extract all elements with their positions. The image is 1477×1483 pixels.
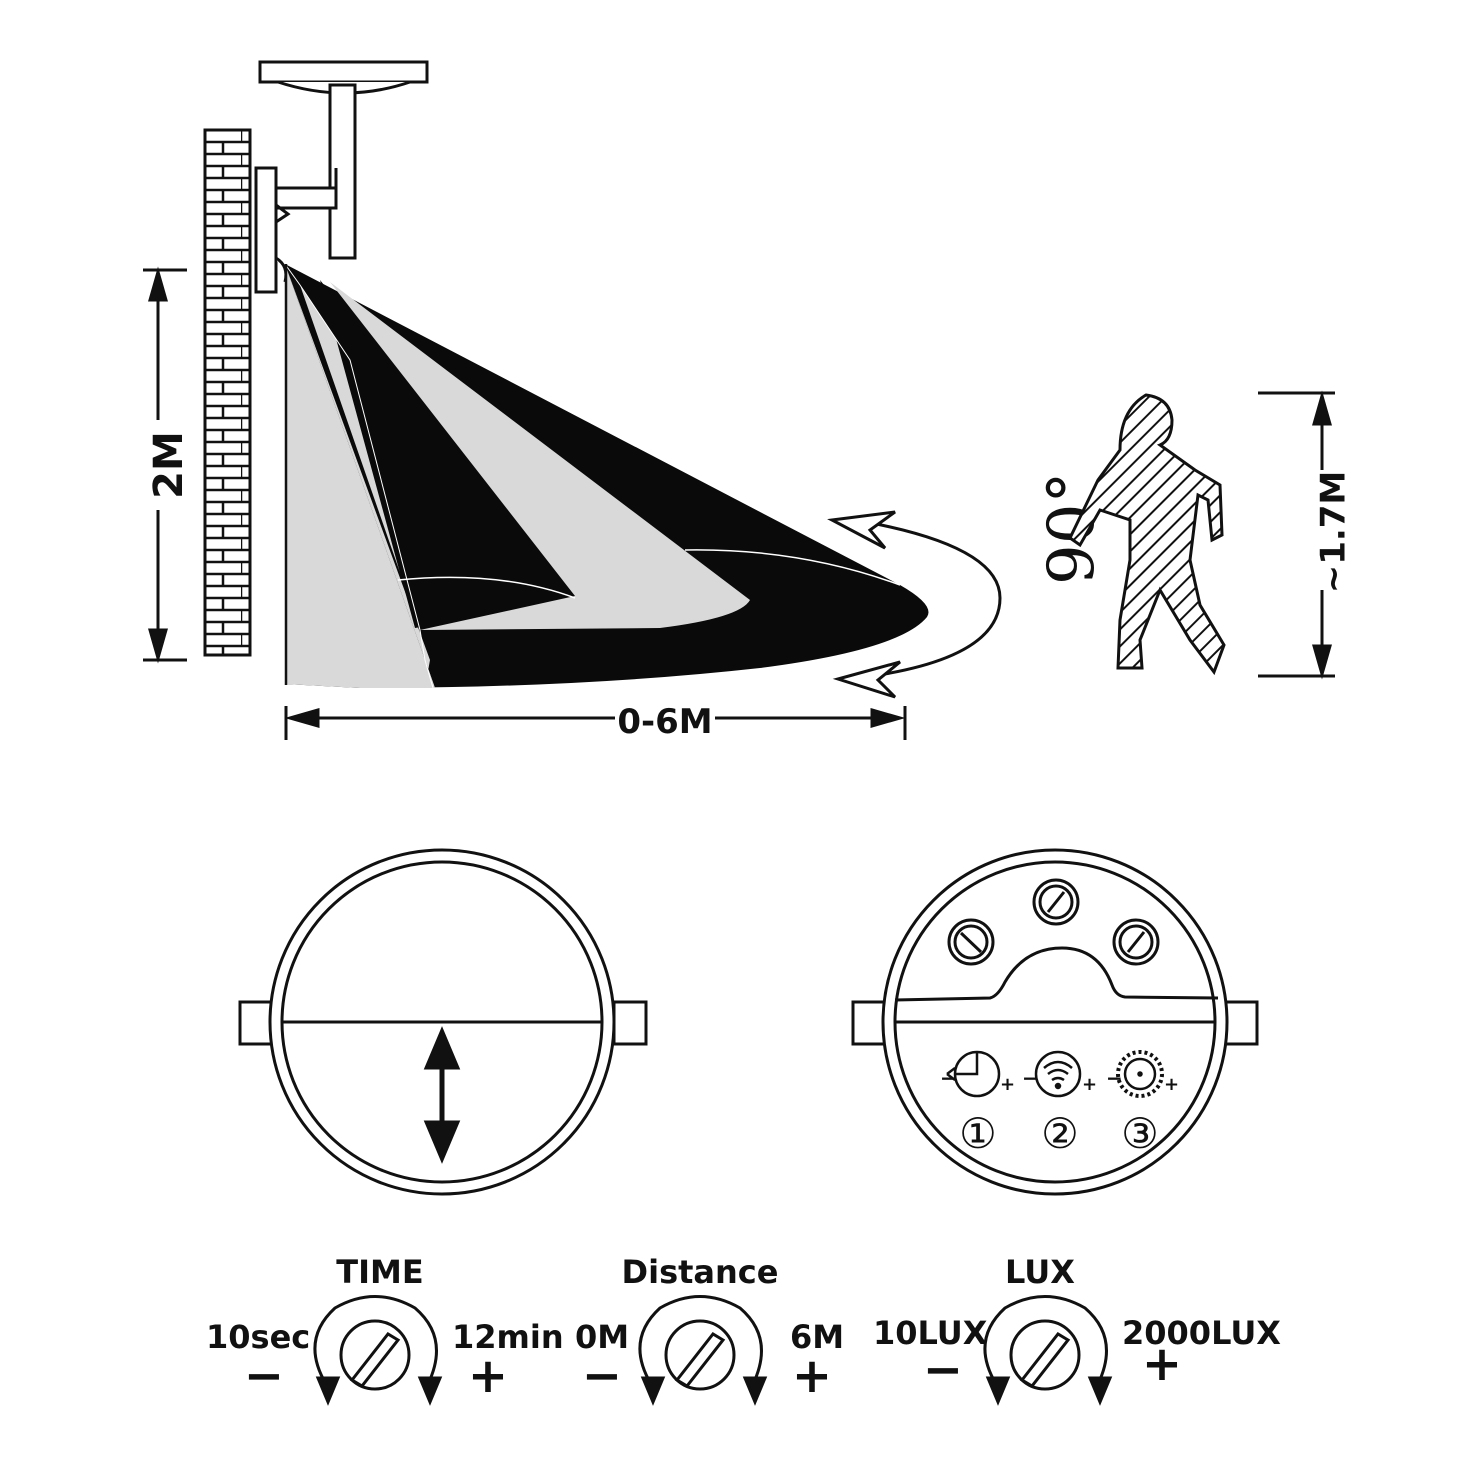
knob-distance-min-label: 0M (575, 1318, 629, 1356)
knob-numbers: ① ② ③ (959, 1109, 1159, 1158)
mount-height-dimension (143, 266, 187, 664)
knob-distance-plus: + (792, 1348, 832, 1404)
angle-arc (827, 510, 1002, 699)
svg-text:+: + (1082, 1074, 1097, 1095)
brick-wall (203, 128, 252, 657)
detection-zone (284, 263, 929, 689)
knob-time-dial[interactable] (313, 1295, 443, 1406)
distance-icon: − + (1022, 1050, 1097, 1098)
svg-text:−: − (940, 1066, 957, 1090)
detection-range-dimension (284, 706, 907, 740)
knob-time-plus: + (468, 1348, 508, 1404)
knob-lux-title: LUX (1005, 1253, 1075, 1291)
knob-lux-min-label: 10LUX (873, 1314, 988, 1352)
knob-time-min-label: 10sec (206, 1318, 310, 1356)
knob-distance-minus: − (582, 1348, 622, 1404)
sensor-front-view (238, 848, 648, 1196)
knob-lux-plus: + (1142, 1336, 1182, 1392)
back-knob-icons: − + − + − + (940, 1050, 1179, 1098)
knob-time: TIME 10sec 12min − + (206, 1253, 564, 1406)
knob-number-3: ③ (1121, 1109, 1159, 1158)
svg-text:+: + (1164, 1074, 1179, 1095)
knob-lux-minus: − (923, 1342, 963, 1398)
svg-text:−: − (1022, 1066, 1039, 1090)
knob-time-max-label: 12min (452, 1318, 564, 1356)
lux-icon: − + (1106, 1050, 1179, 1098)
knob-time-minus: − (244, 1348, 284, 1404)
knob-number-1: ① (959, 1109, 997, 1158)
person-height-dimension (1258, 390, 1335, 680)
knob-lux-max-label: 2000LUX (1122, 1314, 1281, 1352)
knob-lux-dial[interactable] (983, 1295, 1113, 1406)
knob-distance: Distance 0M 6M − + (575, 1253, 844, 1406)
knob-number-2: ② (1041, 1109, 1079, 1158)
knob-time-title: TIME (336, 1253, 423, 1291)
detection-range-label: 0-6M (617, 702, 712, 742)
person-figure (1068, 393, 1226, 676)
knob-distance-max-label: 6M (790, 1318, 844, 1356)
mount-height-label: 2M (146, 431, 192, 499)
person-height-label: ~1.7M (1314, 471, 1354, 594)
knob-distance-dial[interactable] (638, 1295, 768, 1406)
svg-text:+: + (1000, 1074, 1015, 1095)
knob-lux: LUX 10LUX 2000LUX − + (873, 1253, 1281, 1406)
timer-icon: − + (940, 1050, 1015, 1098)
svg-text:−: − (1106, 1066, 1123, 1090)
knob-distance-title: Distance (622, 1253, 779, 1291)
lamp-fixture (254, 60, 429, 294)
sensor-back-view (851, 848, 1259, 1196)
